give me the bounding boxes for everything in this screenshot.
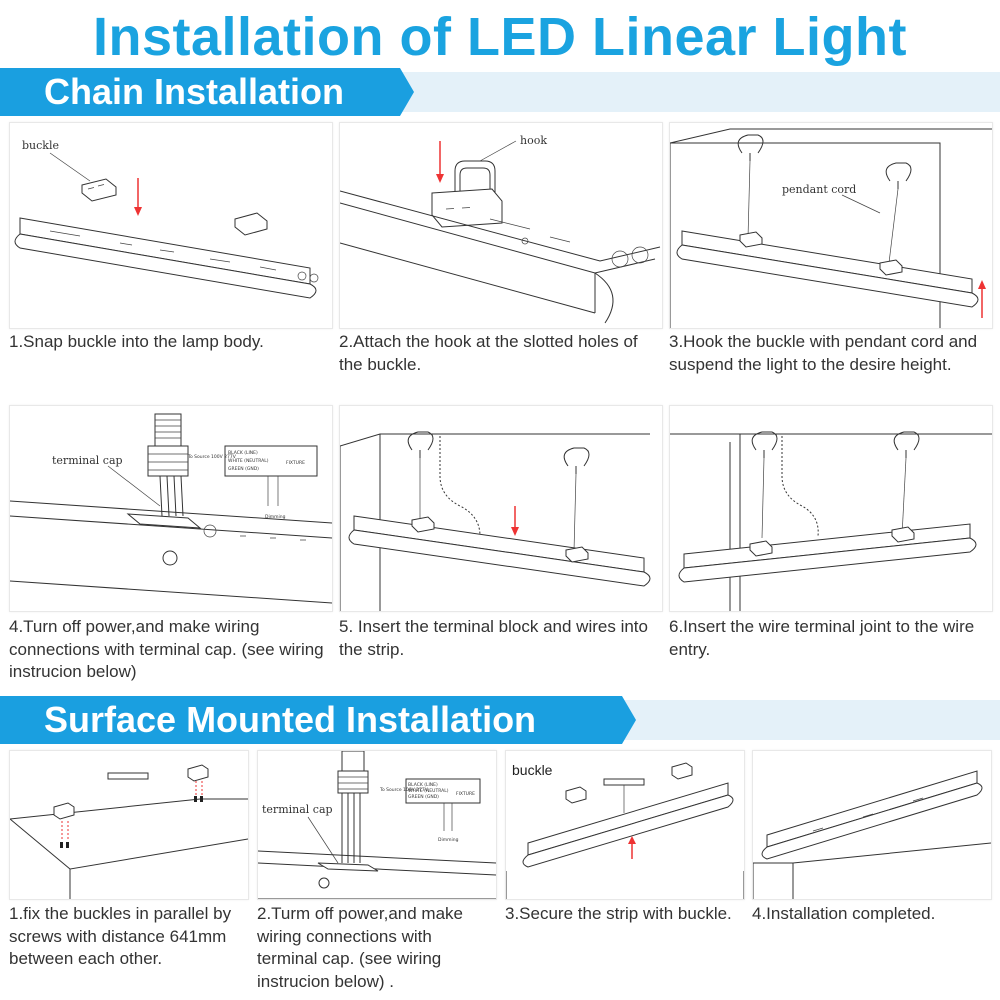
wiring-fixture-s: FIXTURE xyxy=(456,791,475,797)
wire-label-2: WHITE (NEUTRAL) xyxy=(228,458,269,464)
surface-step-1-illustration xyxy=(9,750,249,900)
surface-step-3-illustration: buckle xyxy=(505,750,745,900)
wire-label-s2: WHITE (NEUTRAL) xyxy=(408,788,449,794)
page-title: Installation of LED Linear Light xyxy=(92,7,907,67)
chain-step-6-caption: 6.Insert the wire terminal joint to the … xyxy=(669,617,975,659)
wire-label-s1: BLACK (LINE) xyxy=(408,782,438,788)
surface-step-1-caption: 1.fix the buckles in parallel by screws … xyxy=(9,904,232,968)
chain-step-1-caption: 1.Snap buckle into the lamp body. xyxy=(9,332,264,351)
surface-step-2-illustration: terminal cap BLACK (LINE) WHITE (NEUTRAL… xyxy=(257,750,497,900)
surface-step-4-illustration xyxy=(752,750,992,900)
surface-step-4-caption: 4.Installation completed. xyxy=(752,904,936,923)
label-terminal-cap-surface: terminal cap xyxy=(262,803,333,816)
surface-step-3-caption: 3.Secure the strip with buckle. xyxy=(505,904,732,923)
chain-step-5-illustration xyxy=(339,405,663,612)
chain-step-1-illustration: buckle xyxy=(9,122,333,329)
wire-label-s3: GREEN (GND) xyxy=(408,794,439,800)
chain-step-4-caption: 4.Turn off power,and make wiring connect… xyxy=(9,617,324,681)
chain-step-2-caption: 2.Attach the hook at the slotted holes o… xyxy=(339,332,638,374)
wiring-dimming: Dimming xyxy=(265,514,286,520)
wiring-fixture: FIXTURE xyxy=(286,460,305,466)
wire-label-1: BLACK (LINE) xyxy=(228,450,258,456)
chain-step-6-illustration xyxy=(669,405,993,612)
chain-step-4-illustration: terminal cap BLACK (LINE) WHITE (NEUTRAL… xyxy=(9,405,333,612)
wiring-dimming-s: Dimming xyxy=(438,837,459,843)
surface-step-2-caption: 2.Turm off power,and make wiring connect… xyxy=(257,904,463,991)
label-pendant-cord: pendant cord xyxy=(782,183,856,196)
label-buckle: buckle xyxy=(22,139,59,152)
label-terminal-cap: terminal cap xyxy=(52,454,123,467)
label-hook: hook xyxy=(520,134,547,147)
section-heading-chain: Chain Installation xyxy=(0,68,414,116)
chain-step-5-caption: 5. Insert the terminal block and wires i… xyxy=(339,617,648,659)
label-buckle-surface: buckle xyxy=(512,762,553,778)
section-heading-surface: Surface Mounted Installation xyxy=(0,696,636,744)
chain-step-2-illustration: hook xyxy=(339,122,663,329)
wiring-source-s: To Source 100V 277V xyxy=(379,787,429,793)
wiring-source: To Source 100V 277V xyxy=(187,454,237,460)
chain-step-3-illustration: pendant cord xyxy=(669,122,993,329)
wire-label-3: GREEN (GND) xyxy=(228,466,259,472)
chain-step-3-caption: 3.Hook the buckle with pendant cord and … xyxy=(669,332,978,374)
